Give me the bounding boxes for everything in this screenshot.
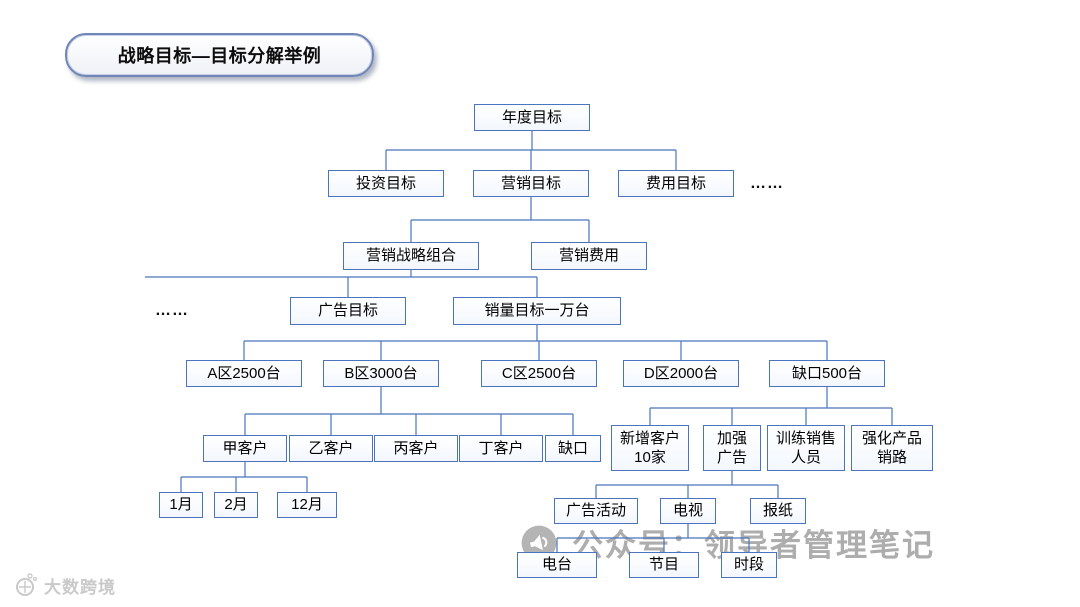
tree-node-tv: 电视 [660,498,716,524]
megaphone-icon [521,525,557,560]
brand-watermark-text: 大数跨境 [44,577,116,597]
tree-node-more-ads: 加强 广告 [703,425,761,471]
tree-node-cust-bing: 丙客户 [374,435,458,462]
ellipsis-text: …… [155,302,189,319]
tree-node-sales-goal: 销量目标一万台 [453,297,621,325]
ellipsis-text: …… [750,175,784,192]
tree-node-newspaper: 报纸 [750,498,806,524]
tree-node-timeslot: 时段 [721,552,777,578]
tree-node-area-d: D区2000台 [623,360,739,387]
tree-node-ad-goal: 广告目标 [290,297,406,325]
tree-node-month-12: 12月 [277,492,337,518]
tree-node-strengthen: 强化产品 销路 [851,425,933,471]
tree-node-expense: 费用目标 [618,170,734,197]
tree-node-area-b: B区3000台 [323,360,439,387]
tree-node-gap-500: 缺口500台 [769,360,885,387]
page-title: 战略目标—目标分解举例 [65,33,374,77]
tree-node-cust-ding: 丁客户 [459,435,543,462]
tree-node-mix: 营销战略组合 [343,242,479,270]
tree-node-radio: 电台 [517,552,597,578]
tree-node-area-a: A区2500台 [186,360,302,387]
tree-node-mkt-cost: 营销费用 [531,242,647,270]
tree-node-gap: 缺口 [545,435,601,462]
tree-node-marketing: 营销目标 [473,170,589,197]
tree-node-month-2: 2月 [214,492,258,518]
tree-node-annual: 年度目标 [474,104,590,131]
brand-watermark: 大数跨境 [14,572,116,598]
brand-logo-icon [16,573,38,596]
tree-node-program: 节目 [629,552,699,578]
tree-node-train-sales: 训练销售 人员 [767,425,845,471]
tree-node-invest: 投资目标 [328,170,444,197]
tree-node-cust-yi: 乙客户 [289,435,373,462]
tree-node-new-cust: 新增客户 10家 [611,425,689,471]
tree-node-area-c: C区2500台 [481,360,597,387]
tree-node-cust-jia: 甲客户 [203,435,287,462]
tree-node-ad-campaign: 广告活动 [554,498,638,524]
tree-node-month-1: 1月 [159,492,203,518]
